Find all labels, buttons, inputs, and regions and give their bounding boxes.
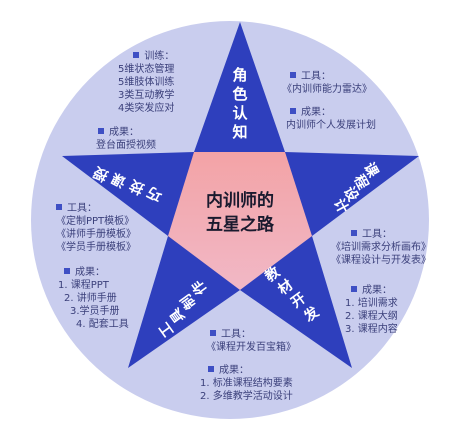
top-result-title: 成果： [301,107,331,118]
bullet-square-icon [290,72,296,78]
bullet-square-icon [64,268,70,274]
bullet-square-icon [351,286,357,292]
arm-right-char: 程 [350,172,371,192]
center-title-line2: 五星之路 [206,214,275,235]
left-tool-title: 工具： [67,203,97,214]
left-result-block: 成果： 登台面授视频 [96,126,156,152]
bullet-square-icon [208,366,214,372]
bottom-tool-block: 工具： 《课程开发百宝箱》 [206,328,296,354]
right-tool-block: 工具： 《培训需求分析画布》 《课程设计与开发表》 [331,228,431,267]
left-lower-result-line: 4. 配套工具 [76,319,129,330]
bottom-tool-title: 工具： [221,329,251,340]
left-lower-result-title: 成果： [75,267,105,278]
right-result-title: 成果： [362,285,392,296]
top-tool-line: 《内训师能力雷达》 [282,84,372,95]
bottom-result-line: 2. 多维教学活动设计 [200,391,293,402]
right-result-line: 1. 培训需求 [345,298,398,309]
bullet-square-icon [133,52,140,58]
arm-top-char: 角 [232,66,247,84]
top-tool-block: 工具： 《内训师能力雷达》 [282,70,372,96]
arm-left-char: 巧 [145,183,165,204]
left-tool-block: 工具： 《定制PPT模板》 《讲师手册模板》 《学员手册模板》 [56,202,136,254]
left-tool-line: 《讲师手册模板》 [56,229,136,240]
center-pentagon [168,152,312,290]
bullet-square-icon [210,330,216,336]
bullet-square-icon [56,204,62,210]
arm-top-char: 色 [232,85,247,103]
left-result-line: 登台面授视频 [96,140,156,151]
bottom-result-line: 1. 标准课程结构要素 [200,378,293,389]
right-tool-line: 《课程设计与开发表》 [331,255,431,266]
right-tool-title: 工具： [362,229,392,240]
right-result-line: 2. 课程大纲 [345,311,398,322]
left-tool-line: 《学员手册模板》 [56,242,136,253]
top-result-line: 内训师个人发展计划 [286,120,376,131]
training-line: 4类突发应对 [118,103,175,114]
left-lower-result-line: 3.学员手册 [70,306,120,317]
training-title: 训练： [144,51,175,62]
right-result-block: 成果： 1. 培训需求 2. 课程大纲 3. 课程内容 [345,284,398,336]
right-result-line: 3. 课程内容 [345,324,398,335]
bottom-tool-line: 《课程开发百宝箱》 [206,342,296,353]
arm-label-top: 角 色 认 知 [232,66,248,141]
training-block: 训练： 5维状态管理 5维肢体训练 3类互动教学 4类突发应对 [118,50,174,115]
right-tool-line: 《培训需求分析画布》 [331,242,431,253]
left-result-title: 成果： [109,127,139,138]
bullet-square-icon [290,108,296,114]
training-line: 3类互动教学 [118,90,175,101]
left-lower-result-line: 1. 课程PPT [58,280,109,291]
arm-top-char: 认 [232,104,248,122]
left-lower-result-line: 2. 讲师手册 [64,293,117,304]
training-line: 5维状态管理 [118,64,175,75]
center-title-line1: 内训师的 [206,190,274,211]
arm-top-char: 知 [232,123,247,141]
bottom-result-block: 成果： 1. 标准课程结构要素 2. 多维教学活动设计 [200,364,293,403]
left-lower-result-block: 成果： 1. 课程PPT 2. 讲师手册 3.学员手册 4. 配套工具 [58,266,129,331]
bullet-square-icon [351,230,357,236]
left-tool-line: 《定制PPT模板》 [56,216,135,227]
top-tool-title: 工具： [301,71,331,82]
training-line: 5维肢体训练 [118,77,175,88]
bullet-square-icon [98,128,104,134]
bottom-result-title: 成果： [219,365,249,376]
top-result-block: 成果： 内训师个人发展计划 [286,106,376,132]
